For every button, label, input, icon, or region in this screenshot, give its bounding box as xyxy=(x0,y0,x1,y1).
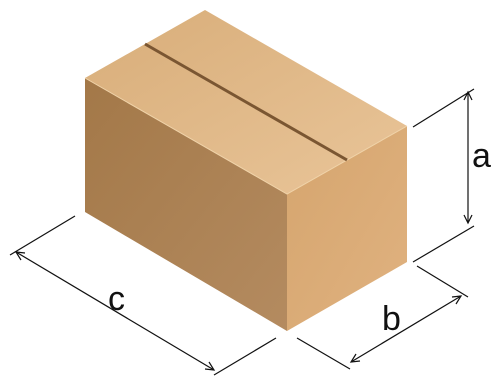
box-tape-seam xyxy=(144,42,348,162)
dimension-b xyxy=(296,265,469,370)
label-c: c xyxy=(108,280,125,318)
box-edge-highlight xyxy=(84,77,408,195)
label-b: b xyxy=(382,300,401,338)
dimension-a xyxy=(412,88,475,263)
dimension-c xyxy=(9,215,277,376)
label-a: a xyxy=(472,137,491,175)
box-front-face xyxy=(85,78,287,331)
